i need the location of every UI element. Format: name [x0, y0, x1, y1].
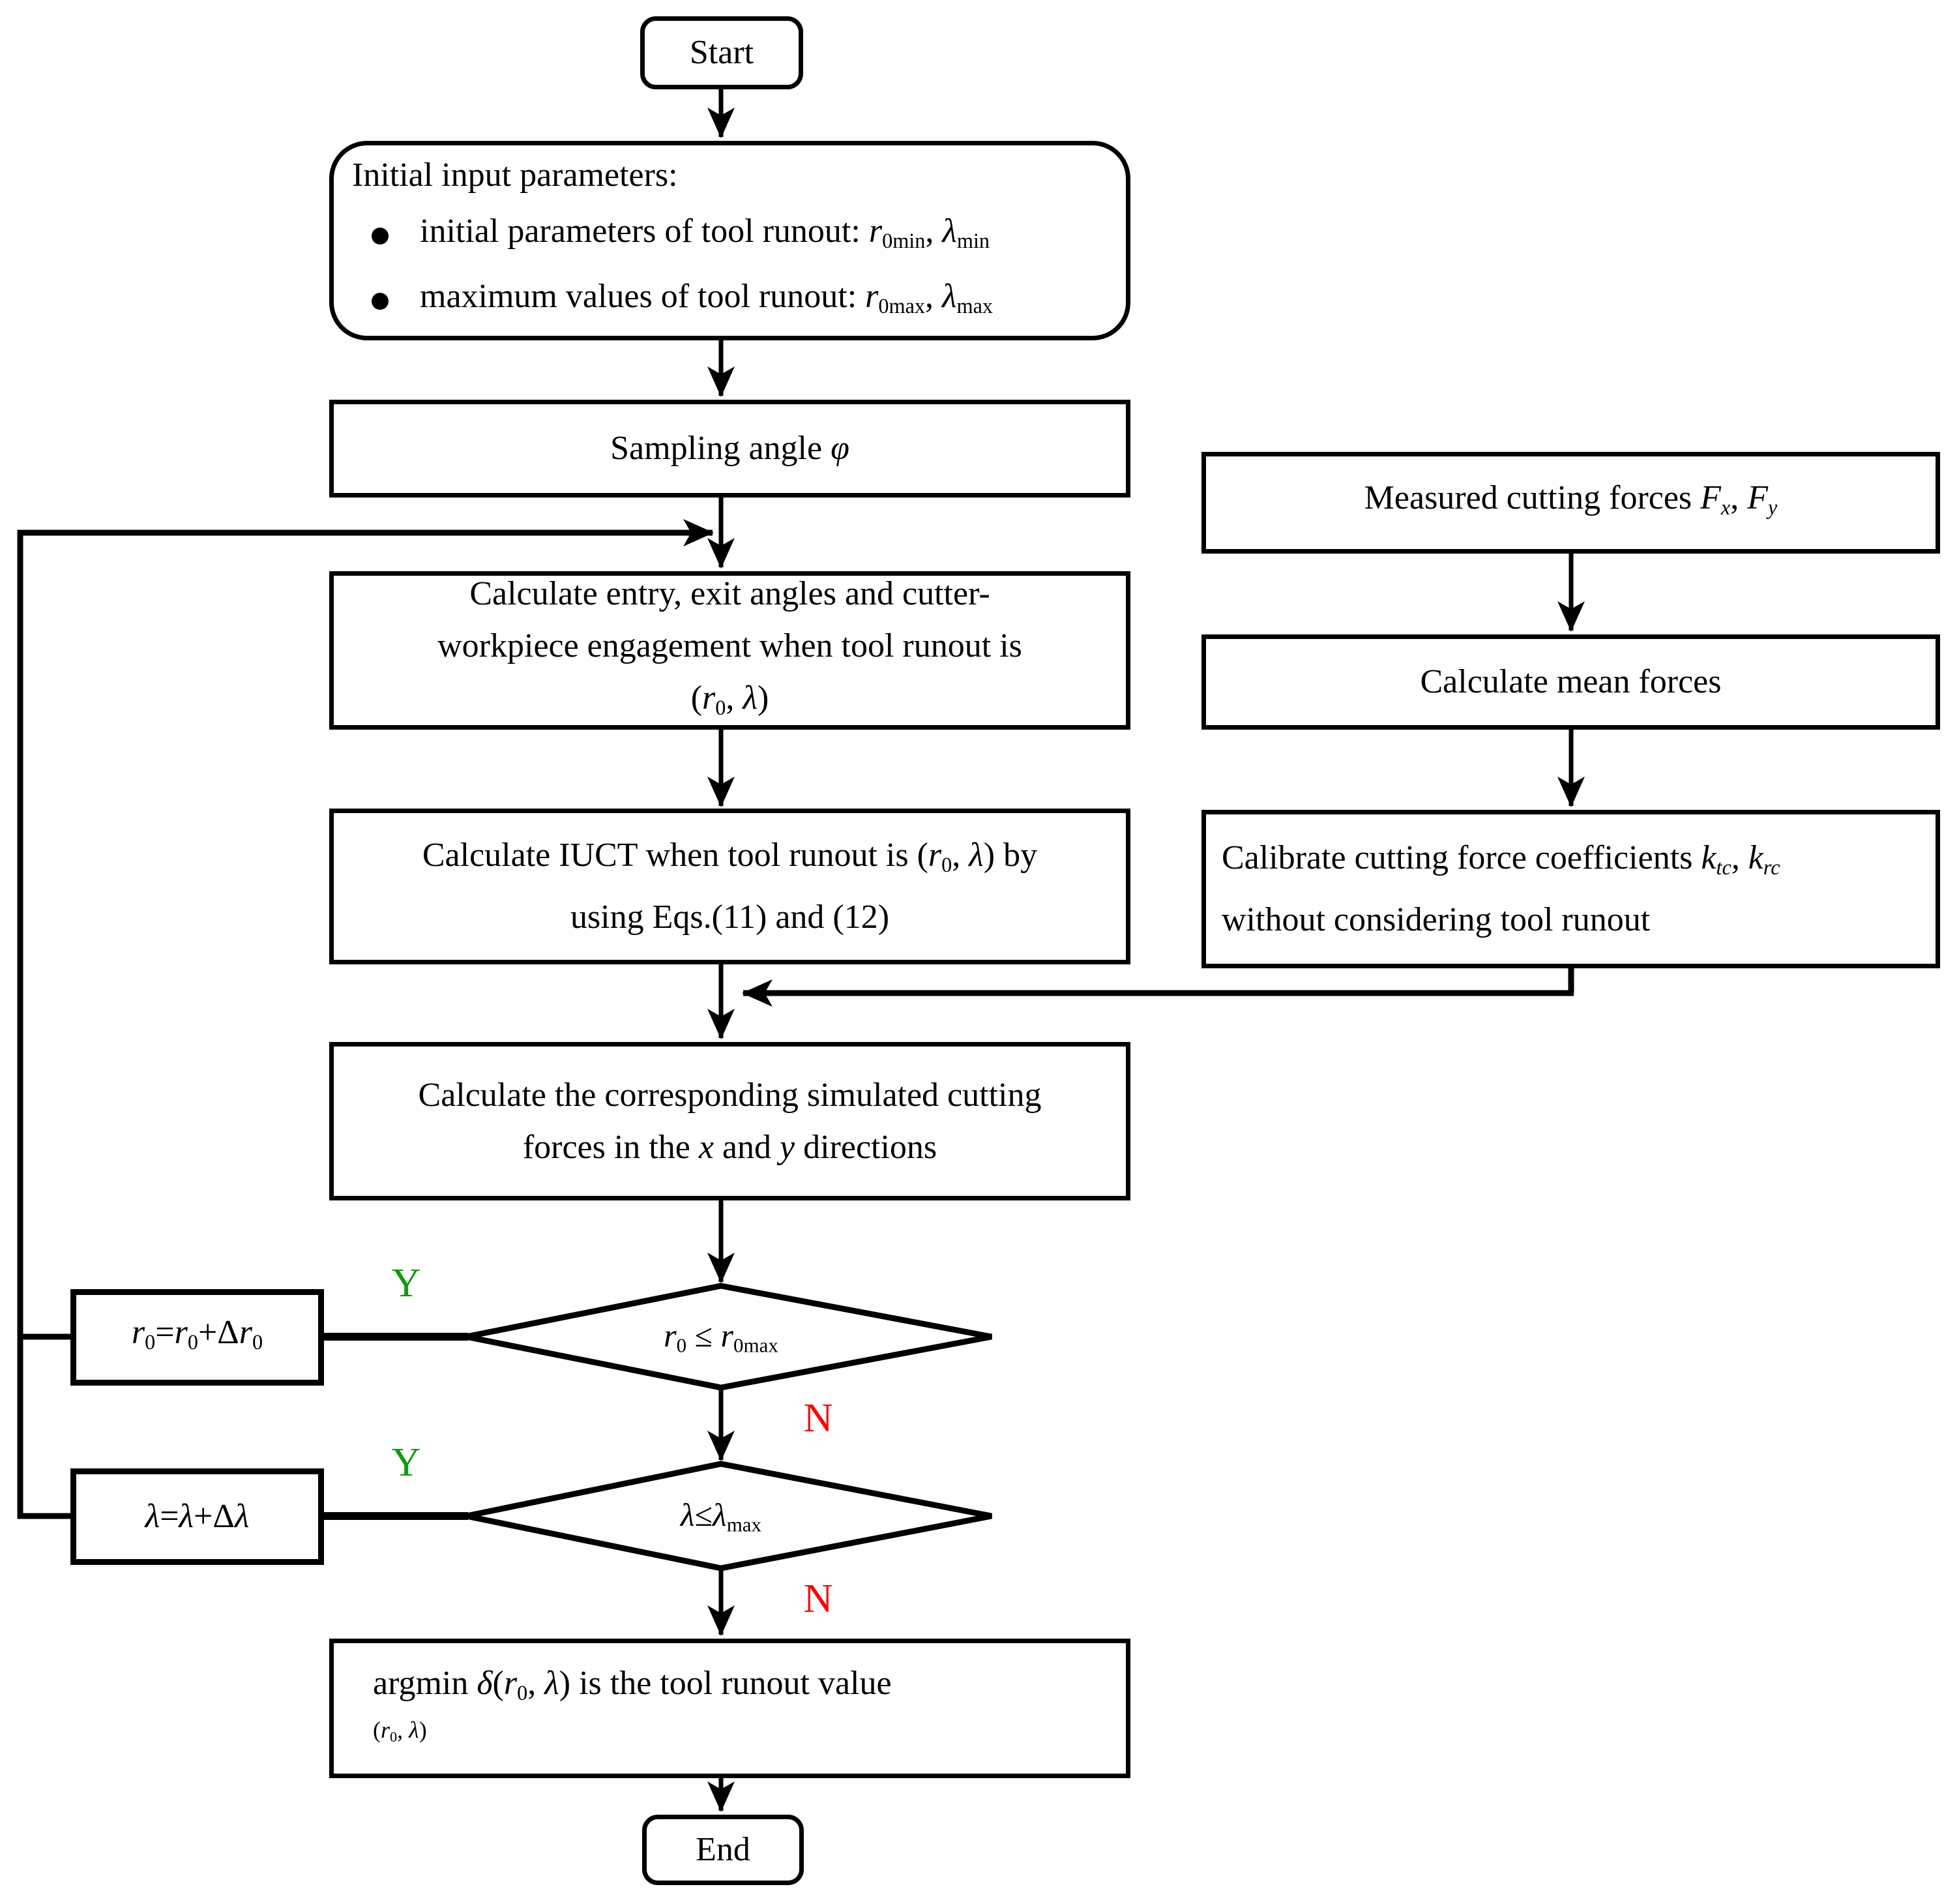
increment-r0-node: r0=r0+Δr0	[70, 1289, 324, 1386]
initial-parameters-bullet-2: maximum values of tool runout: r0max, λm…	[352, 269, 993, 334]
end-label: End	[696, 1831, 750, 1868]
bullet-2-text: maximum values of tool runout: r0max, λm…	[420, 278, 994, 318]
calc-entry-exit-label: Calculate entry, exit angles and cutter-…	[437, 574, 1022, 719]
simulated-forces-node: Calculate the corresponding simulated cu…	[329, 1042, 1130, 1200]
yes-label-lambda: Y	[377, 1436, 435, 1489]
increment-r0-label: r0=r0+Δr0	[131, 1313, 263, 1354]
calc-iuct-label: Calculate IUCT when tool runout is (r0, …	[422, 837, 1038, 936]
measured-forces-node: Measured cutting forces Fx, Fy	[1201, 452, 1940, 554]
initial-parameters-title: Initial input parameters:	[352, 156, 678, 194]
decision-r0-diamond	[465, 1283, 992, 1391]
calc-iuct-node: Calculate IUCT when tool runout is (r0, …	[329, 809, 1130, 964]
decision-lambda-diamond	[465, 1461, 992, 1571]
sampling-angle-label: Sampling angle φ	[610, 430, 849, 467]
decision-lambda-text: λ≤λmax	[680, 1496, 762, 1536]
increment-lambda-node: λ=λ+Δλ	[70, 1468, 324, 1565]
simulated-forces-label: Calculate the corresponding simulated cu…	[418, 1076, 1042, 1166]
loop-line-left	[17, 519, 714, 1519]
calibrate-coefficients-node: Calibrate cutting force coefficients ktc…	[1201, 810, 1940, 968]
measured-forces-label: Measured cutting forces Fx, Fy	[1364, 479, 1778, 519]
decision-r0-text: r0 ≤ r0max	[664, 1316, 778, 1357]
yes-label-r0: Y	[377, 1257, 435, 1309]
initial-parameters-bullet-1: initial parameters of tool runout: r0min…	[352, 203, 990, 269]
mean-forces-node: Calculate mean forces	[1201, 634, 1940, 730]
sampling-angle-node: Sampling angle φ	[329, 400, 1130, 498]
bullet-1-text: initial parameters of tool runout: r0min…	[420, 212, 990, 252]
no-text: N	[803, 1395, 833, 1440]
start-label: Start	[689, 34, 754, 71]
mean-forces-label: Calculate mean forces	[1420, 663, 1722, 700]
initial-parameters-node: Initial input parameters: initial parame…	[329, 141, 1130, 340]
argmin-line-1: argmin δ(r0, λ) is the tool runout value	[373, 1665, 892, 1705]
yes-text: Y	[391, 1260, 421, 1305]
yes-text: Y	[391, 1440, 421, 1485]
no-label-lambda: N	[789, 1573, 847, 1625]
no-text: N	[803, 1576, 833, 1621]
calc-entry-exit-node: Calculate entry, exit angles and cutter-…	[329, 571, 1130, 730]
bullet-icon	[372, 227, 389, 245]
decision-lambda-label: λ≤λmax	[525, 1475, 917, 1557]
decision-r0-label: r0 ≤ r0max	[525, 1296, 917, 1378]
calibrate-coefficients-label: Calibrate cutting force coefficients ktc…	[1222, 839, 1780, 938]
argmin-result-node: argmin δ(r0, λ) is the tool runout value…	[329, 1639, 1130, 1778]
connector-calibrate-to-main-flow	[742, 968, 1574, 1007]
increment-lambda-label: λ=λ+Δλ	[145, 1498, 250, 1535]
bullet-icon	[372, 293, 389, 310]
end-node: End	[642, 1815, 804, 1885]
argmin-line-2: (r0, λ)	[373, 1717, 427, 1746]
no-label-r0: N	[789, 1392, 847, 1444]
start-node: Start	[640, 16, 803, 89]
